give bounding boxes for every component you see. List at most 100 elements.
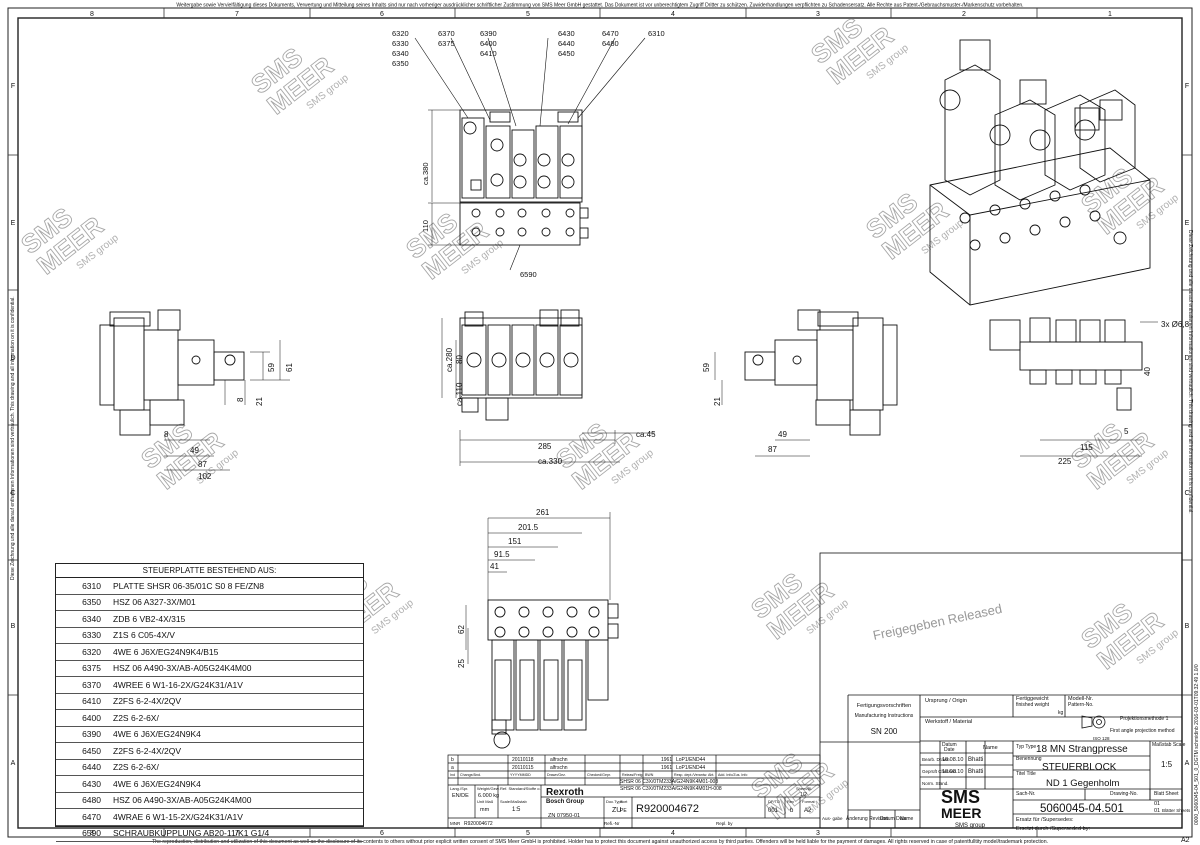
doc-type-value: ZU (612, 807, 621, 814)
bosch-brand: Bosch Group (546, 799, 584, 805)
title-block-text: Fertigungsvorschriften Manufacturing Ins… (822, 696, 1191, 832)
balloon-6450: 6450 (558, 49, 575, 58)
parts-list-description: 4WE 6 J6X/EG24N9K4 (113, 778, 201, 789)
dim-front-285: 285 (538, 442, 552, 451)
typ-value: 18 MN Strangpresse (1036, 744, 1128, 755)
benennung-label: Benennung (1016, 756, 1042, 762)
balloon-6350: 6350 (392, 59, 409, 68)
parts-list-description: Z2FS 6-2-4X/2QV (113, 745, 182, 756)
balloon-6375: 6375 (438, 39, 455, 48)
parts-list-title: STEUERPLATTE BESTEHEND AUS: (56, 564, 363, 578)
mnr-value: R920004672 (464, 821, 493, 827)
dim-front-45: ca.45 (636, 430, 656, 439)
parts-list-position: 6350 (82, 597, 101, 608)
dim-bot-151: 151 (508, 537, 522, 546)
logo-sms: SMS (941, 787, 980, 807)
zone-col-4: 4 (671, 11, 675, 18)
rev-a-code: 1961 (661, 765, 672, 771)
iso-ports (959, 184, 1127, 251)
typ-label: Typ Type (1016, 744, 1036, 750)
model-2: SHSR 06 C3X/0TM233A/G24N9K4M01H-008 (620, 786, 722, 792)
balloon-6330: 6330 (392, 39, 409, 48)
balloon-6340: 6340 (392, 49, 409, 58)
repl-label: Repl. by (716, 821, 733, 826)
top-view-ports (471, 207, 589, 239)
parts-list-position: 6450 (82, 745, 101, 756)
top-view-valve-stack (461, 111, 583, 199)
finished-weight-label: finished weight (1016, 702, 1050, 708)
zone-col-8: 8 (90, 11, 94, 18)
name-label: Name (983, 745, 998, 751)
dim-right-115: 115 (1080, 443, 1093, 452)
logo-meer: MEER (941, 805, 981, 821)
top-notice: Weitergabe sowie Vervielfältigung dieses… (176, 3, 1023, 9)
parts-list-position: 6480 (82, 795, 101, 806)
parts-list-description: 4WE 6 J6X/EG24N9K4/B15 (113, 646, 219, 657)
fert-label-en: Manufacturing Instructions (855, 713, 914, 719)
dim-left-87: 87 (198, 460, 207, 469)
balloon-6370: 6370 (438, 29, 455, 38)
datum2-label: Datum Date (880, 816, 907, 822)
parts-list-description: 4WRAE 6 W1-15-2X/G24K31/A1V (113, 811, 243, 822)
title-block-lines (819, 552, 1183, 829)
gepr-name: Bhatti (968, 769, 983, 775)
projektion-label: Projektionsmethode 1 (1120, 716, 1169, 722)
parts-list-position: 6310 (82, 580, 101, 591)
rexroth-block-lines (447, 754, 821, 829)
right-view (989, 317, 1158, 457)
parts-list-description: 4WREE 6 W1-16-2X/G24K31/A1V (113, 679, 243, 690)
zone-row-a: A (11, 760, 16, 767)
parts-list-row: 6450 Z2FS 6-2-4X/2QV (56, 743, 363, 760)
parts-list-position: 6590 (82, 828, 101, 839)
hdr-bwn: BWN (645, 773, 654, 777)
hdr-ind: Ind (450, 773, 455, 777)
sheet-label: Sheet/Bl. (796, 786, 812, 791)
balloon-6470: 6470 (602, 29, 619, 38)
dim-right-hole: 3x Ø6,8 (1161, 320, 1190, 329)
ref-standard-label: Ref. Standard/Stoffe o. (500, 786, 541, 791)
zone-col-6: 6 (380, 11, 384, 18)
zone-col-7: 7 (235, 11, 239, 18)
left-side-view (99, 309, 290, 471)
name2-label: Name (900, 816, 914, 822)
parts-list-position: 6330 (82, 630, 101, 641)
dim-mid-59: 59 (702, 363, 711, 372)
zone-row-a-right: A (1185, 760, 1190, 767)
sach-nr-label: Sach-Nr. (1016, 791, 1035, 797)
rexroth-block-text: b 20110118 alfrschn 1961 LoP1/END44 a 20… (450, 757, 816, 827)
right-view-dim-labels: 3x Ø6,8 40 115 5 225 (1058, 320, 1190, 466)
rev-b-code: 1961 (661, 757, 672, 763)
dim-bot-261: 261 (536, 508, 550, 517)
middle-side-view (714, 309, 898, 457)
drawing-no-label: Drawing-No. (1110, 791, 1138, 797)
dim-bot-41: 41 (490, 562, 499, 571)
zone-row-c-right: C (1184, 490, 1189, 497)
balloon-6480: 6480 (602, 39, 619, 48)
dim-left-61: 61 (285, 363, 294, 372)
projection-symbol (1081, 715, 1106, 729)
dim-mid-49: 49 (778, 430, 787, 439)
rev-a-date: 20110115 (512, 765, 534, 771)
logo-group: SMS group (955, 823, 986, 829)
rev-a-idx: a (451, 765, 454, 771)
werkstoff-label: Werkstoff / Material (925, 719, 972, 725)
zone-labels: 8 7 6 5 4 3 2 1 8 7 6 5 4 3 F E D C B A … (10, 11, 1189, 837)
bearb-name: Bhatti (968, 757, 983, 763)
dim-left-49: 49 (190, 446, 199, 455)
kg-unit: kg (1058, 710, 1064, 716)
parts-list-position: 6410 (82, 696, 101, 707)
subtitle-value: ND 1 Gegenholm (1046, 778, 1119, 789)
title-block-frame (819, 552, 1183, 829)
rex-scale-label: Scale/Maßstab (500, 799, 527, 804)
zone-row-e: E (11, 220, 16, 227)
lang-label: Lang./Spr. (450, 786, 468, 791)
rev-label: Rev (787, 799, 794, 804)
parts-list-description: ZDB 6 VB2-4X/315 (113, 613, 186, 624)
rev-b-note: LoP1/END44 (676, 757, 705, 763)
